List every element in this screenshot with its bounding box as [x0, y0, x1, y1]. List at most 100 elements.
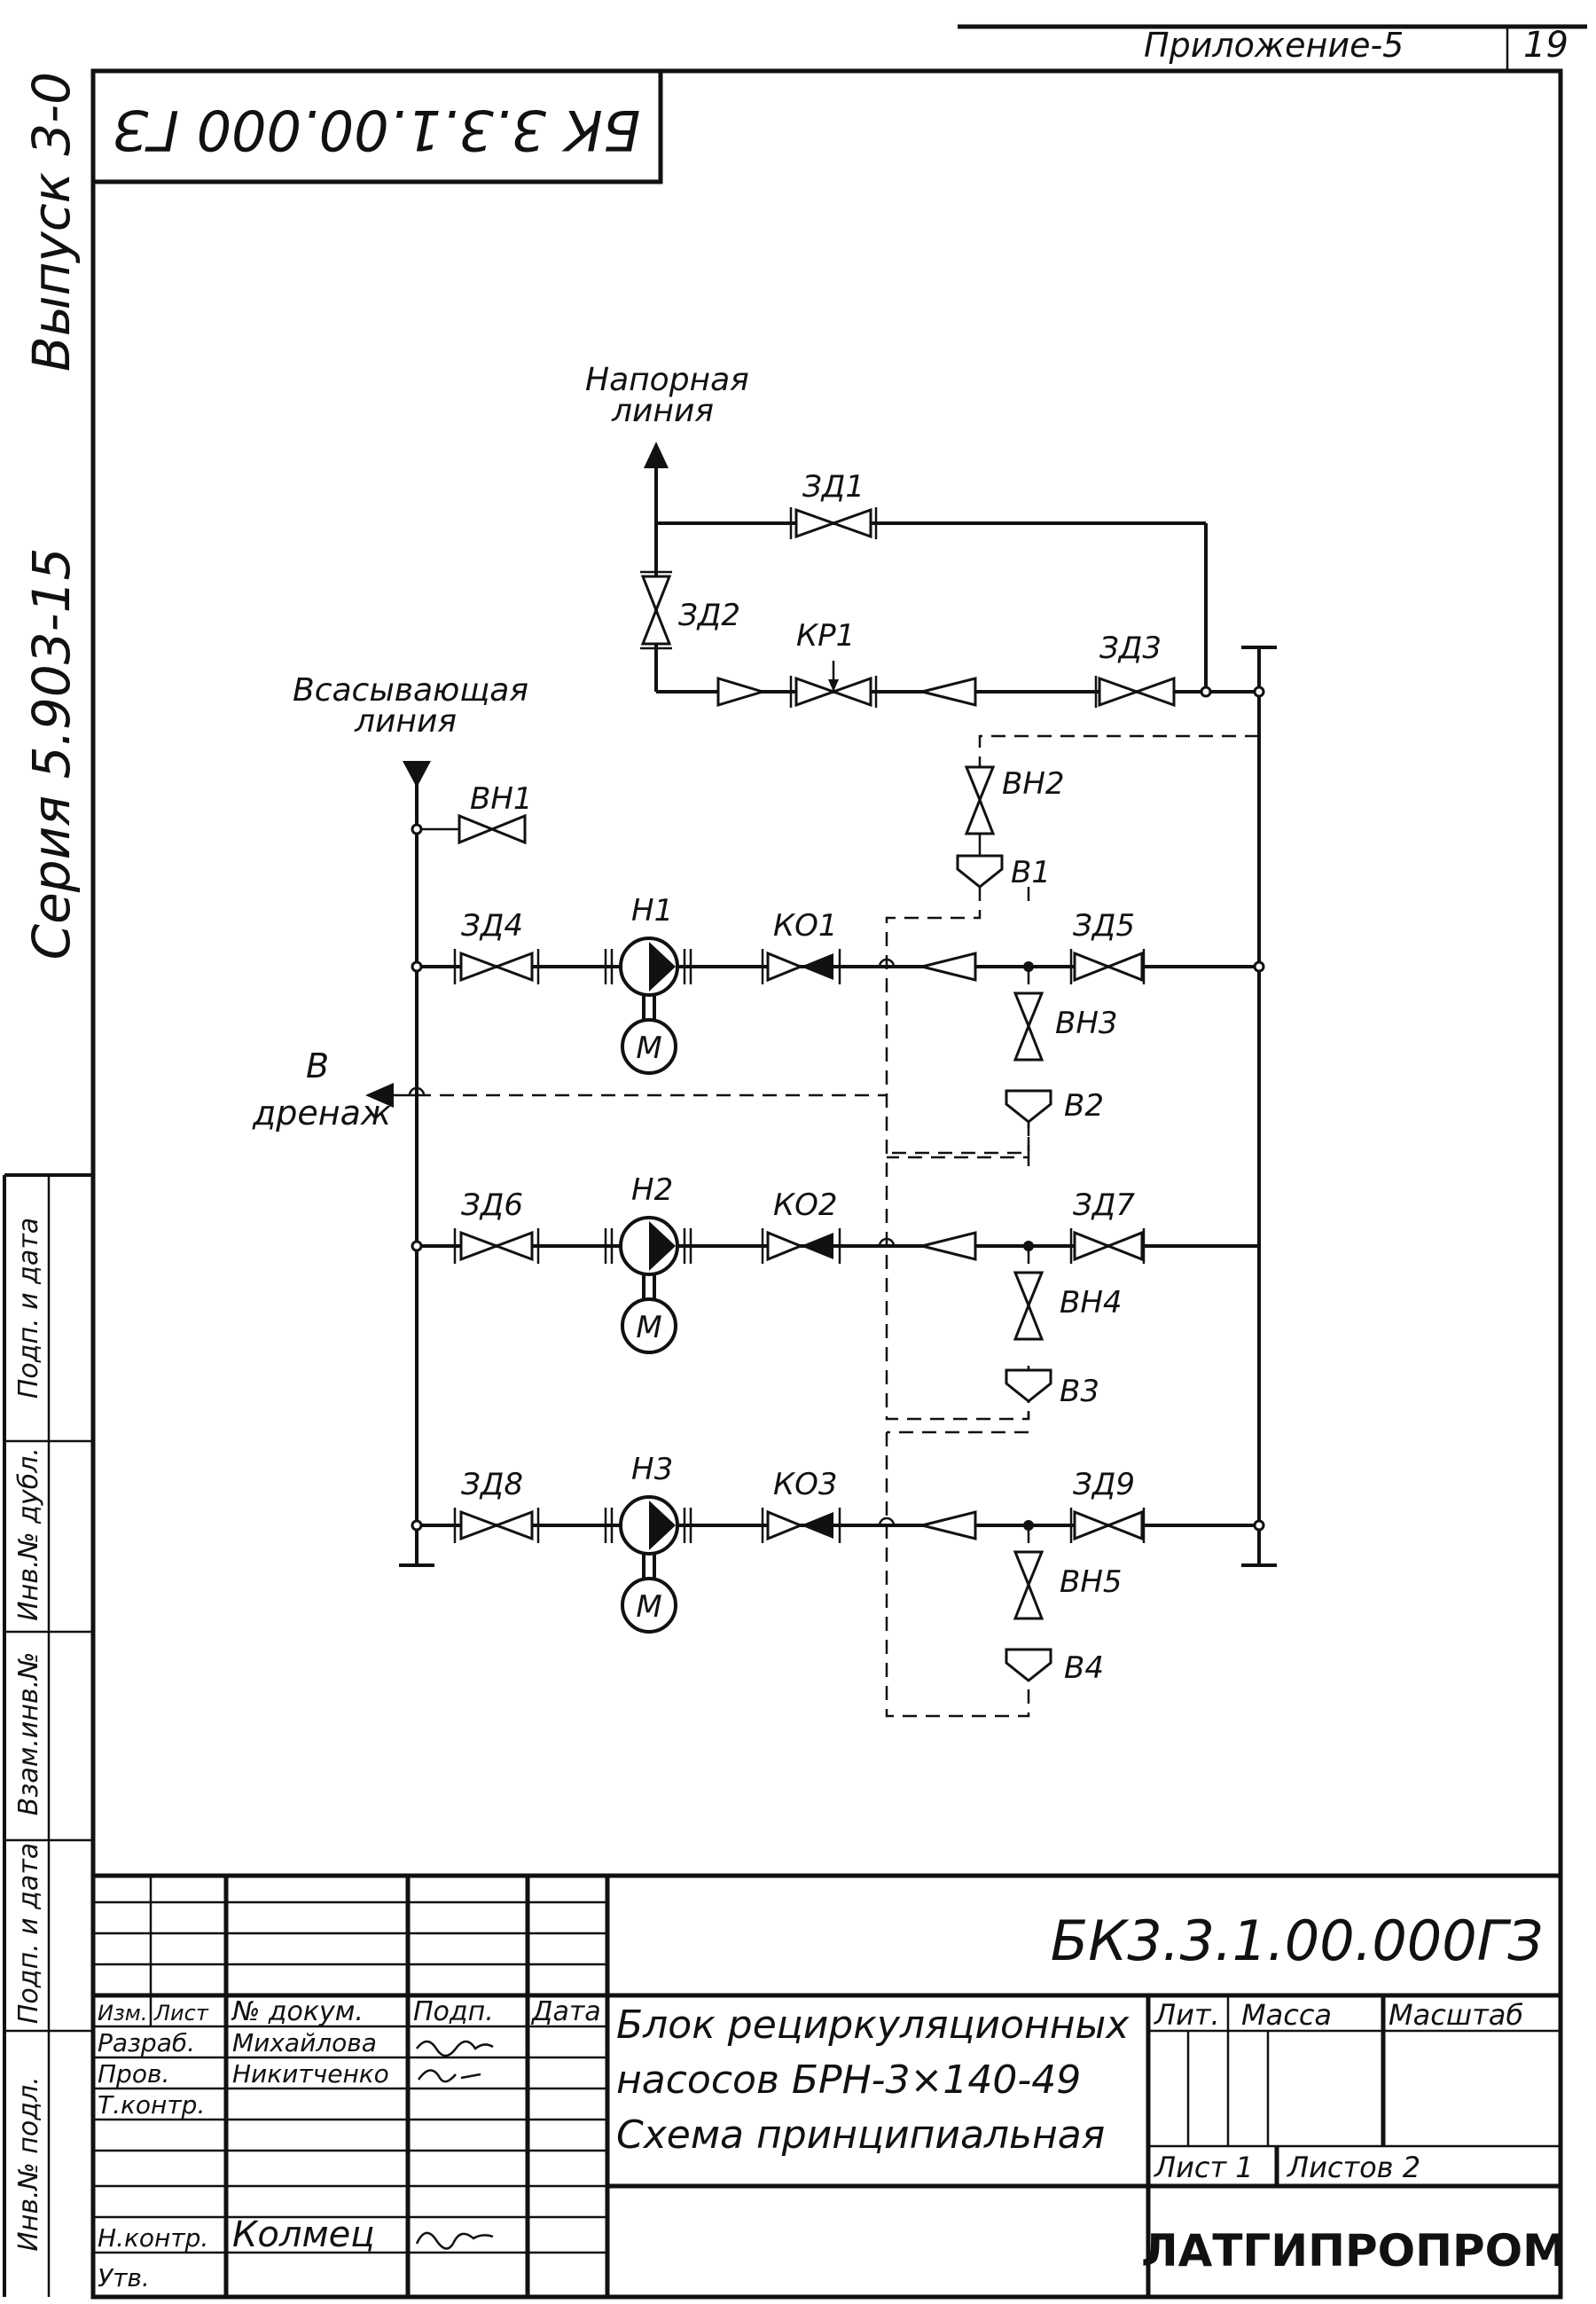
- rotated-doc-code: БК 3.3.1.00.000 ГЗ: [113, 98, 641, 162]
- title-block: [93, 1873, 1561, 2297]
- label-vn5: ВН5: [1060, 1564, 1123, 1600]
- label-ko1: КО1: [773, 908, 838, 944]
- col-sign: Подп.: [413, 1996, 494, 2027]
- motor-m2-icon: [621, 1297, 677, 1354]
- pump-n1-icon: [604, 936, 692, 1020]
- col-doc-no: № докум.: [231, 1996, 364, 2027]
- signature-icon: [416, 2040, 494, 2057]
- label-vn2: ВН2: [1002, 766, 1065, 802]
- valve-vn2-icon: [964, 765, 996, 835]
- label-ko2: КО2: [773, 1187, 838, 1223]
- pump-n3-icon: [604, 1495, 692, 1579]
- signature-icon: [415, 2231, 494, 2250]
- mass-header: Масса: [1241, 1998, 1332, 2032]
- stamp-vzam-inv: Взам.инв.№: [13, 1652, 44, 1816]
- col-list: Лист: [153, 2001, 209, 2026]
- stamp-podp-data-1: Подп. и дата: [13, 1843, 44, 2024]
- series-label: Серия 5.903-15: [21, 548, 82, 960]
- valve-kr1-icon: [789, 661, 878, 708]
- pump-row-3: [411, 1495, 1265, 1682]
- check-valve-ko1-icon: [761, 949, 841, 984]
- motor-m3-icon: [621, 1577, 677, 1634]
- label-n2: Н2: [631, 1172, 673, 1208]
- check-valve-ko3-icon: [761, 1508, 841, 1543]
- col-date: Дата: [530, 1996, 601, 2027]
- reducer-icon: [921, 677, 977, 707]
- valve-zd1-icon: [789, 507, 878, 539]
- title-line-3: Схема принципиальная: [616, 2112, 1105, 2158]
- valve-zd4-icon: [453, 949, 540, 984]
- margin-stamp: [3, 1173, 93, 2297]
- title-line-2: насосов БРН-3×140-49: [616, 2057, 1081, 2103]
- label-zd3: ЗД3: [1099, 631, 1162, 666]
- label-vn4: ВН4: [1060, 1285, 1123, 1320]
- pump-row-1: [411, 936, 1265, 1124]
- role-nkontr: Н.контр.: [98, 2223, 208, 2253]
- label-motor-2: М: [636, 1310, 661, 1345]
- sheet-number: 19: [1523, 25, 1569, 66]
- sheet-frame: [90, 24, 1587, 2300]
- role-prov: Пров.: [98, 2059, 169, 2088]
- label-ko3: КО3: [773, 1467, 838, 1502]
- suction-arrow-icon: [403, 761, 431, 788]
- name-nkontr: Колмец: [232, 2214, 374, 2255]
- pressure-line-label-2: линия: [611, 393, 714, 429]
- valve-zd5-icon: [1069, 949, 1146, 984]
- valve-vn5-icon: [1013, 1550, 1044, 1620]
- appendix-label: Приложение-5: [1144, 26, 1404, 65]
- stamp-inv-dubl: Инв.№ дубл.: [13, 1447, 44, 1621]
- role-utv: Утв.: [98, 2263, 150, 2292]
- drain-line: [978, 734, 1259, 767]
- lit-header: Лит.: [1154, 1998, 1220, 2032]
- col-izm: Изм.: [98, 2001, 147, 2026]
- label-zd2: ЗД2: [678, 598, 740, 633]
- valve-zd3-icon: [1094, 676, 1176, 708]
- valve-zd8-icon: [453, 1508, 540, 1543]
- label-zd8: ЗД8: [461, 1467, 523, 1502]
- label-n1: Н1: [631, 893, 673, 929]
- pump-row-2: [411, 1216, 1259, 1403]
- sheet-label: Лист 1: [1154, 2151, 1254, 2184]
- reducer-icon: [716, 676, 768, 708]
- pump-n2-icon: [604, 1216, 692, 1299]
- valve-vn4-icon: [1013, 1271, 1044, 1341]
- label-zd1: ЗД1: [802, 469, 864, 505]
- label-zd9: ЗД9: [1073, 1467, 1135, 1502]
- drain-arrow-icon: [365, 1083, 394, 1108]
- valve-vn3-icon: [1013, 991, 1044, 1062]
- stamp-podp-data-2: Подп. и дата: [13, 1218, 44, 1399]
- pressure-arrow-icon: [644, 442, 669, 468]
- label-vn1: ВН1: [470, 781, 533, 817]
- valve-zd2-icon: [640, 570, 672, 650]
- funnel-v4-icon: [1005, 1648, 1052, 1682]
- role-razrab: Разраб.: [98, 2028, 195, 2057]
- label-zd6: ЗД6: [461, 1187, 523, 1223]
- label-v3: В3: [1060, 1374, 1099, 1409]
- suction-line-label-1: Всасывающая: [293, 672, 528, 709]
- check-valve-ko2-icon: [761, 1228, 841, 1264]
- label-zd7: ЗД7: [1073, 1187, 1135, 1223]
- organization: ЛАТГИПРОПРОМ: [1141, 2225, 1567, 2277]
- name-prov: Никитченко: [232, 2059, 389, 2088]
- drain-label-1: В: [306, 1046, 329, 1085]
- label-zd4: ЗД4: [461, 908, 523, 944]
- rotated-code-box: [90, 68, 663, 184]
- label-motor-3: М: [636, 1589, 661, 1625]
- doc-code: БК3.3.1.00.000ГЗ: [1051, 1908, 1543, 1973]
- label-motor-1: М: [636, 1031, 661, 1066]
- valve-zd7-icon: [1069, 1228, 1146, 1264]
- signature-icon: [417, 2069, 481, 2083]
- scale-header: Масштаб: [1389, 1998, 1523, 2032]
- stamp-inv-podl: Инв.№ подл.: [13, 2076, 44, 2251]
- issue-label: Выпуск 3-0: [21, 72, 82, 372]
- funnel-v2-icon: [1005, 1089, 1052, 1124]
- label-v1: В1: [1011, 855, 1051, 890]
- role-tkontr: Т.контр.: [98, 2090, 205, 2120]
- label-v4: В4: [1064, 1650, 1104, 1686]
- valve-zd6-icon: [453, 1228, 540, 1264]
- sheets-label: Листов 2: [1287, 2151, 1420, 2184]
- label-v2: В2: [1064, 1088, 1104, 1124]
- funnel-v3-icon: [1005, 1368, 1052, 1403]
- name-razrab: Михайлова: [232, 2028, 377, 2057]
